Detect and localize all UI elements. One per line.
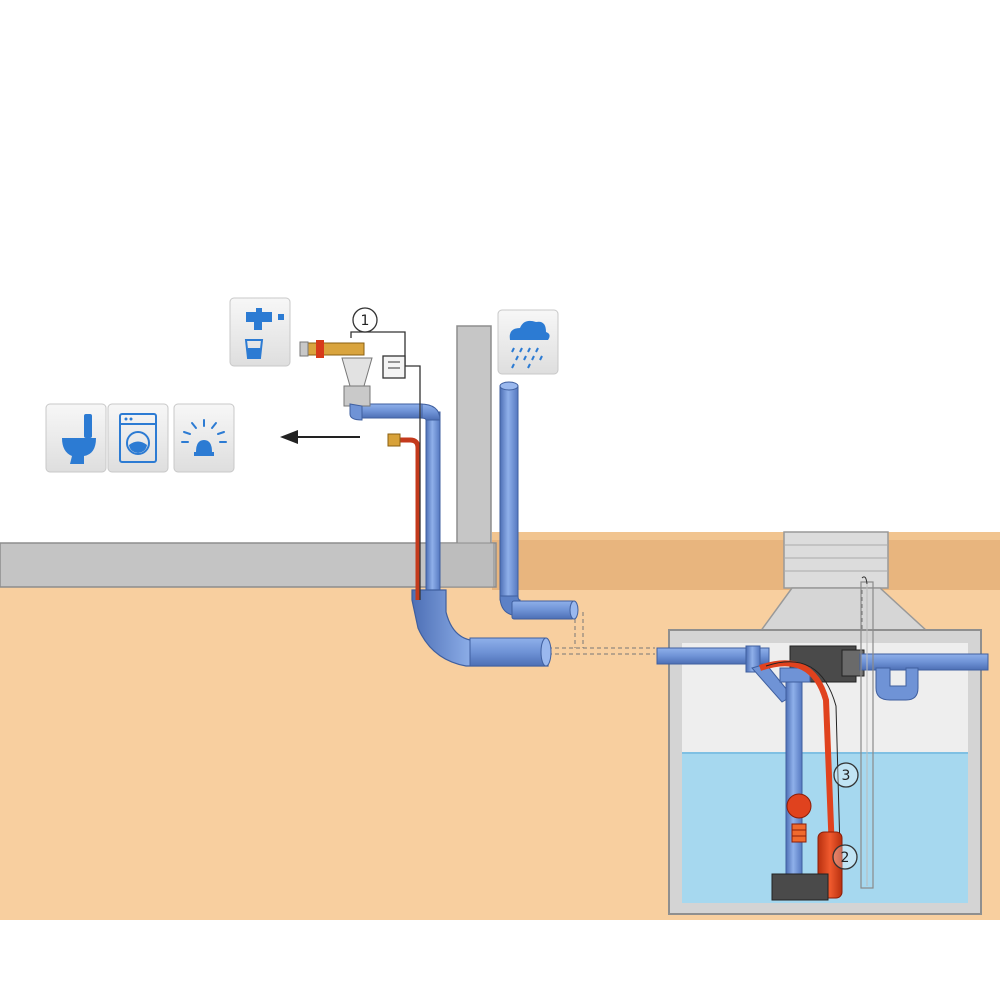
float-switch [786,793,812,819]
controller-box [382,355,406,379]
toilet-icon [45,403,107,473]
callout-1-circle [352,307,378,333]
downpipe-top [499,381,519,391]
callout-1-label: 1 [361,313,370,329]
hose-cable [765,661,841,851]
downpipe-horizontal [511,600,575,620]
garden-sprinkler-icon [173,403,235,473]
rainwater-downpipe [499,385,519,601]
rain-cloud-icon [497,309,559,375]
refill-hose [393,437,421,600]
supply-pipe-horizontal-top [361,403,423,419]
calming-inlet-pipe [745,645,761,673]
control-cable [350,331,421,600]
filter-housing [341,357,373,387]
wall-footing [439,542,495,588]
callout-3-label: 3 [842,768,851,784]
tap-water-icon [229,297,291,367]
washing-machine-icon [107,403,169,473]
soil-surface [492,532,1000,590]
soil-surface-light [492,532,1000,540]
valve-red-handle [316,340,324,358]
valve-manifold [299,342,365,356]
floor-slab [0,542,497,588]
valve-inlet [299,341,309,357]
float-filter [791,823,807,843]
pump-base [771,873,829,901]
supply-pipe-vertical [425,411,441,603]
overflow-pipe-end [540,637,552,667]
sensor-cable [861,576,868,585]
suction-pipe [785,675,803,877]
downpipe-end [569,600,579,620]
cistern-shaft [783,531,889,589]
house-wall [456,325,492,549]
tank-inlet-pipe [656,647,770,665]
filter-body [343,385,371,407]
hose-fitting [387,433,401,447]
callout-2-label: 2 [841,850,850,866]
filter-outlet-bend [349,403,363,421]
callout-3-circle [833,762,859,788]
overflow-outlet-pipe [859,653,989,671]
overflow-trap [875,667,919,701]
overflow-pipe-horizontal [469,637,547,667]
flow-arrow-head [280,430,298,444]
callout-2-circle [832,844,858,870]
